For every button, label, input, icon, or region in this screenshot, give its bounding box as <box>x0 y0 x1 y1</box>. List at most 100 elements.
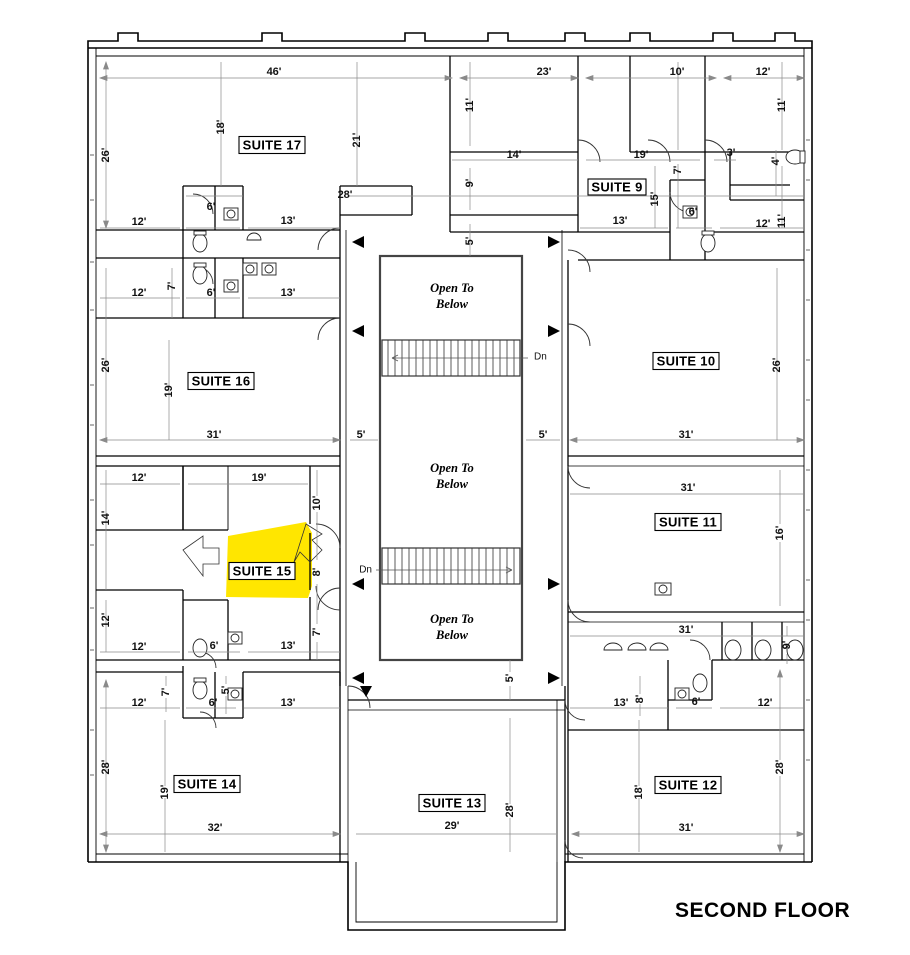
atrium-label-line: Open To <box>430 281 474 295</box>
dimension-label: 8' <box>311 567 323 576</box>
suite-label-box <box>654 775 722 795</box>
atrium-label-line: Open To <box>430 461 474 475</box>
suite-label-suite-16: SUITE 16 <box>187 371 255 391</box>
dimension-label: 16' <box>774 525 786 540</box>
dimension-label: 6' <box>209 697 218 709</box>
dimension-label: 15' <box>649 191 661 206</box>
suite-label-suite-11: SUITE 11 <box>654 512 722 532</box>
suite-label-text: SUITE 14 <box>178 776 237 791</box>
atrium-label-line: Below <box>435 628 469 642</box>
dimension-label: 6' <box>210 640 219 652</box>
dimension-label: 26' <box>100 147 112 162</box>
suite-label-suite-9: SUITE 9 <box>587 178 647 196</box>
suite-label-text: SUITE 17 <box>243 137 302 152</box>
dimension-label: 19' <box>159 784 171 799</box>
arrow-left-icon <box>352 325 364 337</box>
suite-label-suite-13: SUITE 13 <box>418 793 486 813</box>
suite-label-text: SUITE 9 <box>591 179 642 194</box>
dimension-label: 12' <box>756 66 771 78</box>
suite-label-text: SUITE 11 <box>659 514 717 529</box>
dimension-label: 23' <box>537 66 552 78</box>
dimension-label: 18' <box>215 119 227 134</box>
dimension-label: 13' <box>281 287 296 299</box>
stair-upper <box>381 339 528 377</box>
dimension-label: 31' <box>207 429 222 441</box>
stair-direction-label: Dn <box>359 565 372 576</box>
suite-15-highlight <box>226 522 312 598</box>
dimension-label: 12' <box>132 287 147 299</box>
sink-icon <box>603 642 623 651</box>
dimension-label: 26' <box>771 357 783 372</box>
drinking-fountain-icon <box>246 232 262 241</box>
dimension-ticks <box>98 60 806 854</box>
suite-label-suite-14: SUITE 14 <box>173 774 241 794</box>
suite-label-text: SUITE 16 <box>192 373 251 388</box>
suite-label-box <box>654 512 722 532</box>
dimension-label: 3' <box>727 147 736 159</box>
suite-label-box <box>238 135 306 155</box>
floor-plan-title: SECOND FLOOR <box>675 899 851 922</box>
dimension-label: 29' <box>445 820 460 832</box>
dimension-label: 26' <box>100 357 112 372</box>
dimension-label: 8' <box>634 694 646 703</box>
dimension-label: 10' <box>670 66 685 78</box>
dimension-label: 6' <box>207 287 216 299</box>
dimension-label: 5' <box>357 429 366 441</box>
dimension-label: 12' <box>132 216 147 228</box>
dimension-label: 31' <box>679 822 694 834</box>
arrow-right-icon <box>548 325 560 337</box>
door-swings <box>182 139 728 859</box>
dimension-label: 12' <box>132 472 147 484</box>
atrium-label-line: Below <box>435 297 469 311</box>
dimension-label: 4' <box>770 156 782 165</box>
atrium-label-line: Below <box>435 477 469 491</box>
arrow-down-icon <box>360 686 372 697</box>
toilet-icon <box>192 638 208 658</box>
dimension-label: 32' <box>208 822 223 834</box>
dimension-label: 7' <box>166 281 178 290</box>
building-outer-wall <box>87 32 813 931</box>
plumbing-fixtures <box>192 149 806 701</box>
dimension-label: 19' <box>252 472 267 484</box>
dimension-label: 13' <box>614 697 629 709</box>
arrow-left-icon <box>352 672 364 684</box>
dimension-label: 12' <box>100 612 112 627</box>
dimension-label: 14' <box>100 510 112 525</box>
dimension-label: 28' <box>338 189 353 201</box>
suite-label-suite-17: SUITE 17 <box>238 135 306 155</box>
suite-label-suite-10: SUITE 10 <box>652 351 720 371</box>
left-wall-windows <box>90 154 94 776</box>
interior-walls <box>96 56 804 862</box>
dimension-labels: 46'23'10'12'11'11'18'21'26'14'19'3'4'9'7… <box>100 66 793 834</box>
egress-arrows <box>352 236 560 697</box>
right-wall-windows <box>806 139 810 761</box>
dimension-label: 12' <box>756 218 771 230</box>
dimension-label: 13' <box>281 215 296 227</box>
dimension-label: 28' <box>100 759 112 774</box>
dimension-label: 7' <box>160 687 172 696</box>
dimension-label: 10' <box>311 495 323 510</box>
dimension-label: 5' <box>464 236 476 245</box>
dimension-label: 5' <box>539 429 548 441</box>
dimension-label: 31' <box>681 482 696 494</box>
arrow-left-icon <box>352 578 364 590</box>
toilet-icon <box>700 233 716 253</box>
suite-label-text: SUITE 15 <box>233 563 292 578</box>
arrow-right-icon <box>548 236 560 248</box>
dimension-label: 13' <box>281 640 296 652</box>
dimension-label: 12' <box>758 697 773 709</box>
suite-label-text: SUITE 10 <box>657 353 716 368</box>
dimension-label: 6' <box>207 201 216 213</box>
arrow-right-icon <box>548 672 560 684</box>
atrium-label-line: Open To <box>430 612 474 626</box>
suite-labels: SUITE 17 SUITE 9 SUITE 16 SUITE 10 SUITE 15 S… <box>173 135 722 813</box>
toilet-icon <box>724 639 742 661</box>
sink-icon <box>649 642 669 651</box>
dimension-label: 28' <box>774 759 786 774</box>
dimension-label: 9' <box>464 178 476 187</box>
sink-icon <box>627 642 647 651</box>
dimension-label: 31' <box>679 624 694 636</box>
